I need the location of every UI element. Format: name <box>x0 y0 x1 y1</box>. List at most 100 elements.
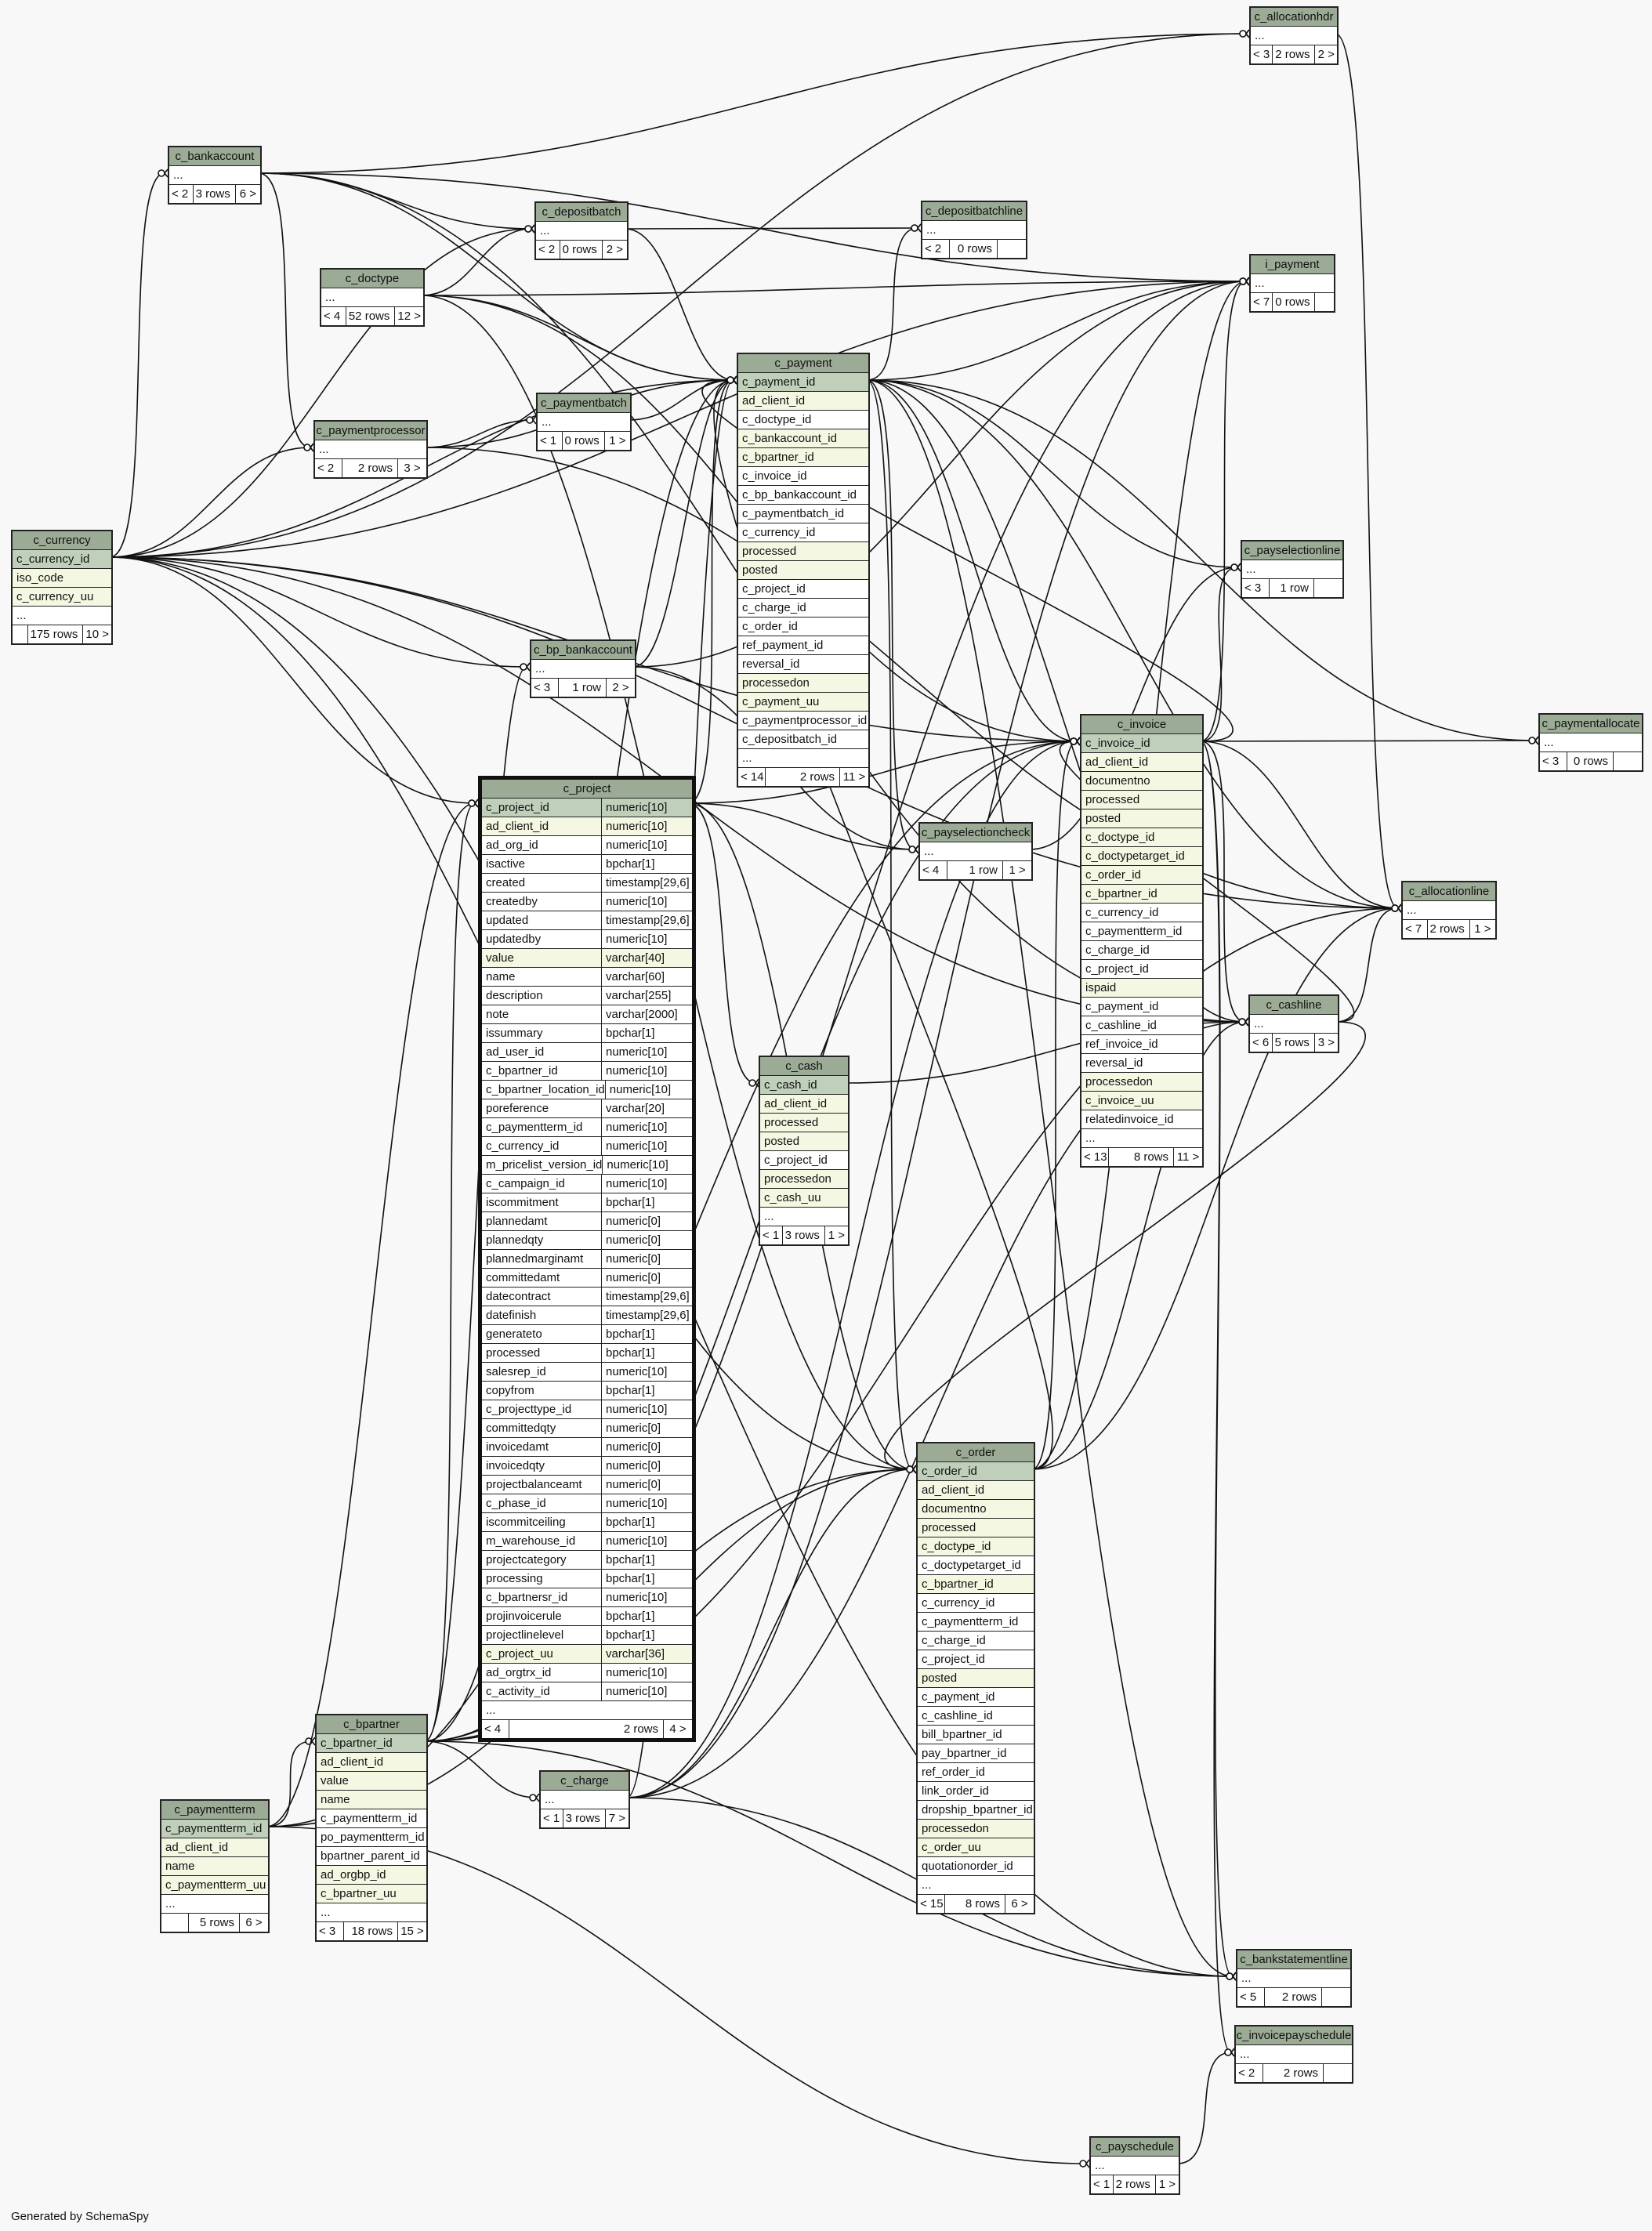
column-row[interactable]: processed <box>1081 791 1202 809</box>
parents-count[interactable]: < 3 <box>1244 581 1262 595</box>
children-count[interactable]: 11 > <box>1173 1148 1202 1166</box>
column-row[interactable]: c_paymentprocessor_id <box>738 712 868 730</box>
children-count[interactable]: 7 > <box>604 1809 629 1827</box>
column-row[interactable]: c_payment_id <box>918 1688 1034 1707</box>
parents-count[interactable]: < 15 <box>920 1897 944 1910</box>
table-header[interactable]: c_cash <box>760 1057 848 1076</box>
column-row[interactable]: c_doctypetarget_id <box>1081 847 1202 866</box>
table-header[interactable]: c_charge <box>541 1772 629 1791</box>
children-count[interactable]: 1 > <box>1469 920 1495 938</box>
table-header[interactable]: c_bankaccount <box>169 147 260 166</box>
column-row[interactable]: c_payment_id <box>738 373 868 392</box>
children-count[interactable]: 10 > <box>82 625 111 643</box>
table-header[interactable]: c_currency <box>13 531 111 550</box>
children-count[interactable]: 6 > <box>239 1914 268 1932</box>
table-header[interactable]: c_payselectionline <box>1242 541 1342 560</box>
parents-count[interactable]: < 4 <box>324 310 341 323</box>
column-row[interactable]: po_paymentterm_id <box>317 1828 426 1847</box>
column-row[interactable]: c_paymentterm_id <box>1081 922 1202 941</box>
column-row[interactable]: c_order_id <box>738 618 868 636</box>
column-row[interactable]: c_invoice_id <box>1081 734 1202 753</box>
column-row[interactable]: c_paymentterm_id <box>918 1613 1034 1632</box>
column-row[interactable]: processedon <box>1081 1073 1202 1092</box>
column-row[interactable]: ad_orgbp_id <box>317 1866 426 1885</box>
table-header[interactable]: c_payschedule <box>1091 2138 1179 2157</box>
table-header[interactable]: c_paymentallocate <box>1540 715 1642 733</box>
parents-count[interactable]: < 1 <box>1093 2178 1110 2191</box>
table-header[interactable]: c_cashline <box>1250 996 1338 1015</box>
children-count[interactable]: 1 > <box>1002 861 1031 879</box>
column-row[interactable]: c_doctype_id <box>1081 828 1202 847</box>
column-row[interactable]: c_currency_id <box>738 523 868 542</box>
parents-count[interactable]: < 1 <box>543 1812 560 1825</box>
column-row[interactable]: ref_invoice_id <box>1081 1035 1202 1054</box>
table-header[interactable]: c_project <box>482 780 692 799</box>
column-row[interactable]: c_charge_id <box>738 599 868 618</box>
parents-count[interactable]: < 6 <box>1252 1036 1270 1049</box>
column-row[interactable]: reversal_id <box>738 655 868 674</box>
children-count[interactable]: 6 > <box>1005 1895 1034 1913</box>
column-row[interactable]: ispaid <box>1081 979 1202 998</box>
parents-count[interactable] <box>13 625 27 643</box>
children-count[interactable]: 1 > <box>1154 2175 1179 2193</box>
table-header[interactable]: c_invoice <box>1081 715 1202 734</box>
table-header[interactable]: c_bp_bankaccount <box>531 641 635 660</box>
table-header[interactable]: c_invoicepayschedule <box>1236 2026 1352 2045</box>
table-header[interactable]: i_payment <box>1251 255 1334 274</box>
parents-count[interactable]: < 7 <box>1405 922 1422 936</box>
column-row[interactable]: c_bankaccount_id <box>738 429 868 448</box>
column-row[interactable]: c_cashline_id <box>1081 1016 1202 1035</box>
children-count[interactable]: 6 > <box>234 185 260 203</box>
children-count[interactable] <box>997 240 1026 258</box>
column-row[interactable]: c_currency_id <box>13 550 111 569</box>
column-row[interactable]: posted <box>760 1132 848 1151</box>
parents-count[interactable]: < 4 <box>922 864 940 877</box>
parents-count[interactable]: < 3 <box>1542 755 1560 768</box>
column-row[interactable]: c_bpartner_id <box>1081 885 1202 904</box>
children-count[interactable]: 2 > <box>1314 45 1337 63</box>
children-count[interactable]: 3 > <box>397 459 426 477</box>
children-count[interactable]: 15 > <box>397 1922 426 1940</box>
table-header[interactable]: c_depositbatchline <box>922 202 1026 221</box>
parents-count[interactable]: < 4 <box>484 1722 502 1736</box>
table-header[interactable]: c_order <box>918 1443 1034 1462</box>
table-header[interactable]: c_payment <box>738 354 868 373</box>
column-row[interactable]: posted <box>1081 809 1202 828</box>
children-count[interactable]: 3 > <box>1313 1034 1338 1052</box>
column-row[interactable]: processed <box>918 1519 1034 1537</box>
column-row[interactable]: relatedinvoice_id <box>1081 1110 1202 1129</box>
column-row[interactable]: processed <box>738 542 868 561</box>
column-row[interactable]: c_project_id <box>1081 960 1202 979</box>
